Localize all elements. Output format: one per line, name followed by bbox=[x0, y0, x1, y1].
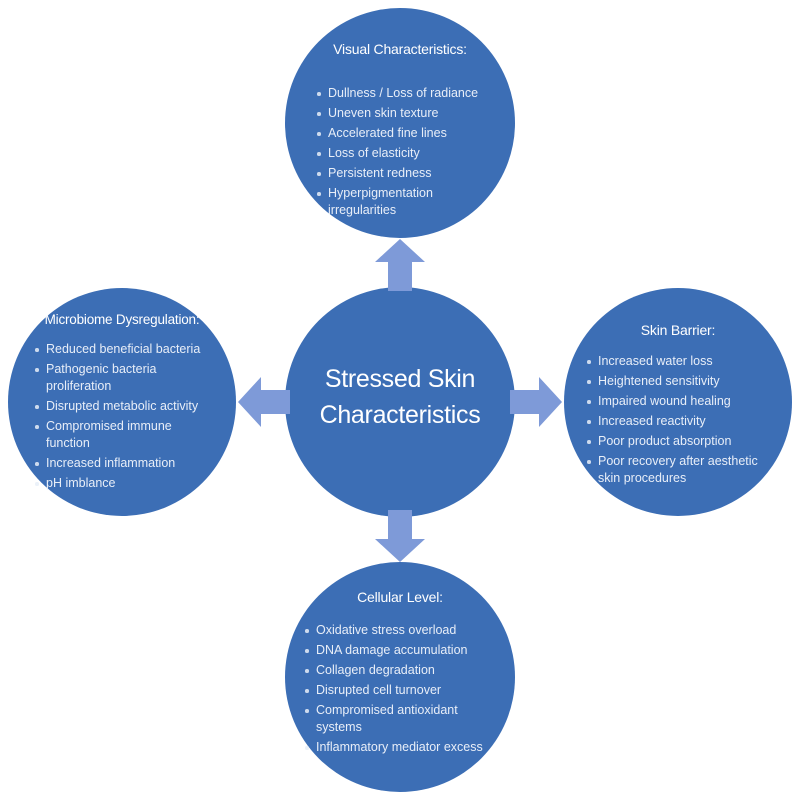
node-heading-skin-barrier: Skin Barrier: bbox=[640, 322, 716, 338]
list-item: Uneven skin texture bbox=[316, 105, 484, 122]
list-item: Oxidative stress overload bbox=[304, 622, 496, 639]
node-heading-microbiome: Microbiome Dysregulation: bbox=[44, 312, 200, 327]
list-item: Disrupted cell turnover bbox=[304, 682, 496, 699]
list-item: Dullness / Loss of radiance bbox=[316, 85, 484, 102]
list-item: Increased water loss bbox=[586, 353, 770, 370]
list-item: Accelerated fine lines bbox=[316, 125, 484, 142]
center-node: Stressed Skin Characteristics bbox=[285, 287, 515, 517]
list-item: Increased reactivity bbox=[586, 413, 770, 430]
node-heading-cellular: Cellular Level: bbox=[357, 589, 443, 605]
list-item: Pathogenic bacteria proliferation bbox=[34, 361, 210, 395]
arrow-left-icon bbox=[238, 377, 290, 427]
list-item: Increased inflammation bbox=[34, 455, 210, 472]
list-item: Impaired wound healing bbox=[586, 393, 770, 410]
list-item: Loss of elasticity bbox=[316, 145, 484, 162]
list-item: Disrupted metabolic activity bbox=[34, 398, 210, 415]
node-visual-characteristics: Visual Characteristics: Dullness / Loss … bbox=[285, 8, 515, 238]
arrow-down-icon bbox=[375, 510, 425, 562]
list-item: Collagen degradation bbox=[304, 662, 496, 679]
list-item: pH imblance bbox=[34, 475, 210, 492]
center-title: Stressed Skin Characteristics bbox=[319, 365, 481, 429]
arrow-up-icon bbox=[375, 239, 425, 291]
list-item: Compromised immune function bbox=[34, 418, 210, 452]
list-item: Poor recovery after aesthetic skin proce… bbox=[586, 453, 770, 487]
list-item: Poor product absorption bbox=[586, 433, 770, 450]
list-item: DNA damage accumulation bbox=[304, 642, 496, 659]
node-heading-visual: Visual Characteristics: bbox=[333, 41, 467, 57]
list-item: Heightened sensitivity bbox=[586, 373, 770, 390]
arrow-right-icon bbox=[510, 377, 562, 427]
list-item: Hyperpigmentation irregularities bbox=[316, 185, 484, 219]
node-cellular-level: Cellular Level: Oxidative stress overloa… bbox=[285, 562, 515, 792]
list-item: Compromised antioxidant systems bbox=[304, 702, 496, 736]
node-microbiome-dysregulation: Microbiome Dysregulation: Reduced benefi… bbox=[8, 288, 236, 516]
list-item: Inflammatory mediator excess bbox=[304, 739, 496, 756]
list-item: Reduced beneficial bacteria bbox=[34, 341, 210, 358]
list-item: Persistent redness bbox=[316, 165, 484, 182]
